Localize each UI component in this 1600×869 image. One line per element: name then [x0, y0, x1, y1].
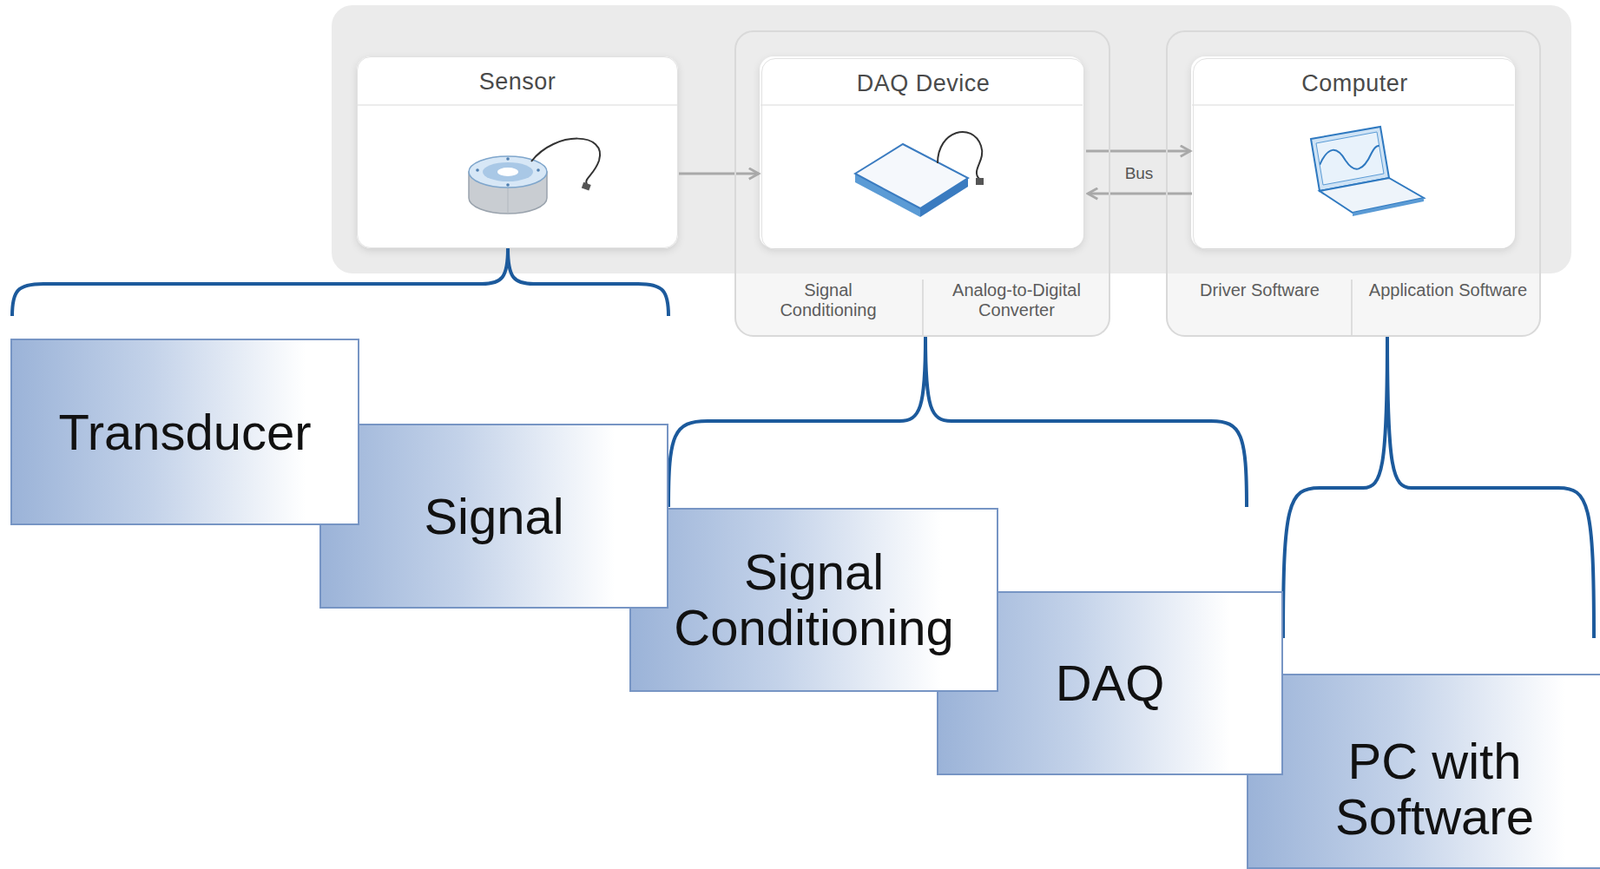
part-label: Application Software	[1361, 280, 1535, 301]
stage-label: PC with Software	[1248, 733, 1600, 845]
part-label: Signal Conditioning	[763, 280, 894, 321]
arrow-connector	[1086, 150, 1191, 153]
part-label: Analog-to-Digital Converter	[929, 280, 1104, 321]
arrow-connector	[1087, 192, 1192, 196]
stage-label: DAQ	[1055, 655, 1166, 712]
card-fill	[759, 56, 1084, 249]
stage-label: Signal Conditioning	[631, 544, 997, 656]
card-heading: DAQ Device	[856, 70, 991, 98]
step-box: PC with Software	[1246, 673, 1600, 869]
stage-label: Transducer	[58, 404, 311, 461]
frame-fill	[1165, 30, 1541, 337]
frame-divider	[1350, 279, 1353, 336]
daq-device-icon	[855, 131, 984, 218]
arrow-connector	[678, 172, 759, 176]
stage-label: Signal	[423, 488, 564, 545]
bus-label: Bus	[1122, 164, 1157, 184]
sensor-card: Sensor	[356, 56, 679, 249]
step-box: Signal Conditioning	[629, 507, 999, 692]
computer-frame: Driver Software Application Software Compu…	[1165, 30, 1541, 337]
step-box: Signal	[319, 423, 669, 609]
step-box: Transducer	[10, 338, 360, 526]
computer-card: Computer	[1192, 58, 1517, 251]
laptop-icon	[1310, 126, 1424, 217]
card-divider	[1191, 104, 1515, 106]
card-fill	[1191, 56, 1515, 249]
frame-fill	[734, 30, 1111, 337]
daq-frame: Signal Conditioning Analog-to-Digital Con…	[734, 30, 1111, 337]
card-divider	[760, 104, 1083, 106]
sensor-icon	[468, 138, 600, 214]
card-divider	[357, 104, 678, 106]
card-heading: Sensor	[479, 68, 557, 96]
frame-divider	[921, 279, 924, 336]
card-fill	[356, 56, 679, 249]
card-heading: Computer	[1301, 70, 1409, 98]
part-label: Driver Software	[1194, 280, 1325, 301]
daq-card: DAQ Device	[761, 58, 1086, 251]
